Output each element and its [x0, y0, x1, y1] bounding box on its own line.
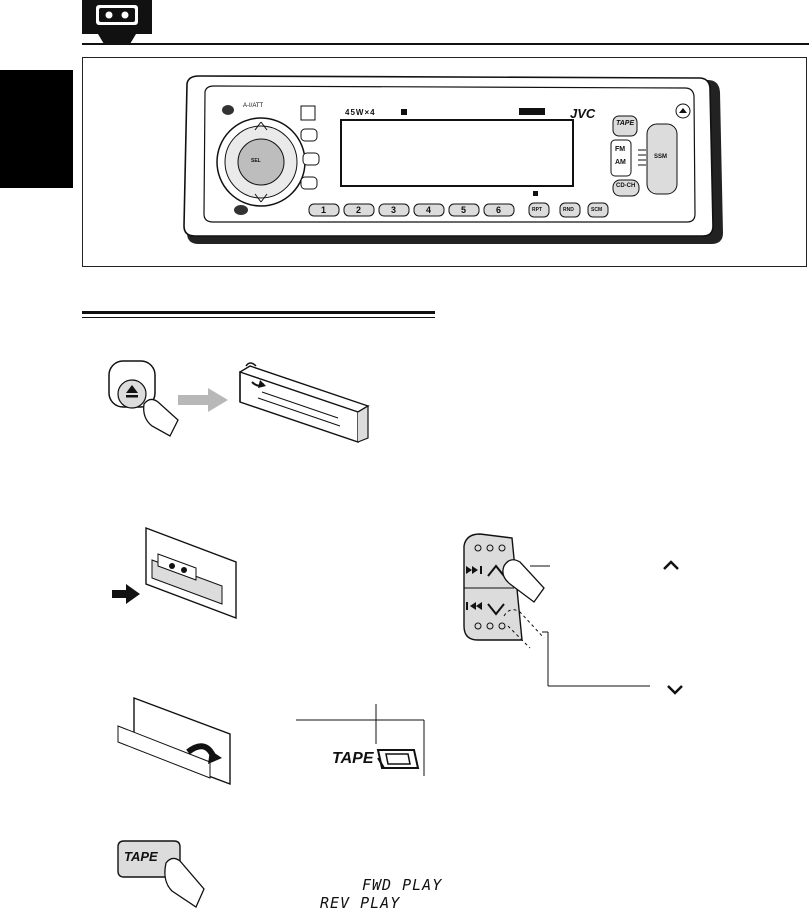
- att-label: A-I/ATT: [243, 103, 264, 109]
- chevron-up-icon: [662, 558, 680, 576]
- open-panel-illustration: [228, 362, 386, 454]
- preset-2[interactable]: 2: [356, 205, 362, 215]
- unit-cdch-button[interactable]: CD-CH: [616, 183, 636, 189]
- tape-button[interactable]: TAPE: [124, 849, 158, 864]
- tape-display-icon: [374, 746, 420, 777]
- rocker-callout-lines: [510, 560, 710, 692]
- header-rule: [82, 43, 809, 45]
- preset-button-shapes: [308, 202, 609, 218]
- preset-4[interactable]: 4: [426, 205, 432, 215]
- rnd-button[interactable]: RND: [563, 207, 574, 213]
- fwd-play-display: FWD PLAY: [362, 876, 443, 894]
- unit-illustration-frame: A-I/ATT 45W×4 JVC TAPE FM AM CD-CH SSM S…: [82, 57, 807, 267]
- unit-tape-button[interactable]: TAPE: [616, 120, 635, 127]
- preset-3[interactable]: 3: [391, 205, 397, 215]
- cassette-header-badge: [82, 0, 152, 44]
- side-language-tab: [0, 70, 73, 188]
- display-callout-lines: [296, 700, 426, 780]
- section-rule-thin: [82, 317, 435, 318]
- rpt-button[interactable]: RPT: [532, 207, 542, 213]
- car-stereo-faceplate: [183, 75, 723, 244]
- display-tape-indicator: TAPE: [332, 750, 374, 767]
- preset-1[interactable]: 1: [321, 205, 327, 215]
- tape-button-illustration: [114, 835, 214, 915]
- preset-6[interactable]: 6: [496, 205, 502, 215]
- chevron-down-icon: [666, 683, 684, 701]
- power-label: 45W×4: [345, 108, 376, 117]
- gray-arrow-icon: [178, 388, 228, 417]
- insert-arrow-icon: [112, 584, 140, 604]
- step1-eject-illustration: [108, 360, 208, 445]
- cassette-icon: [82, 0, 152, 44]
- ff-rew-rocker-illustration: [458, 530, 568, 650]
- eject-icon: [126, 385, 138, 393]
- fm-label: FM: [615, 146, 626, 153]
- preset-5[interactable]: 5: [461, 205, 467, 215]
- brand-logo: JVC: [570, 106, 596, 121]
- insert-cassette-illustration: [112, 522, 244, 626]
- ssm-label: SSM: [654, 154, 668, 160]
- am-label: AM: [615, 159, 626, 166]
- close-panel-illustration: [110, 692, 242, 790]
- rev-play-display: REV PLAY: [320, 894, 401, 912]
- knob-label: SEL: [251, 158, 261, 164]
- section-rule: [82, 311, 435, 314]
- scm-button[interactable]: SCM: [591, 207, 603, 213]
